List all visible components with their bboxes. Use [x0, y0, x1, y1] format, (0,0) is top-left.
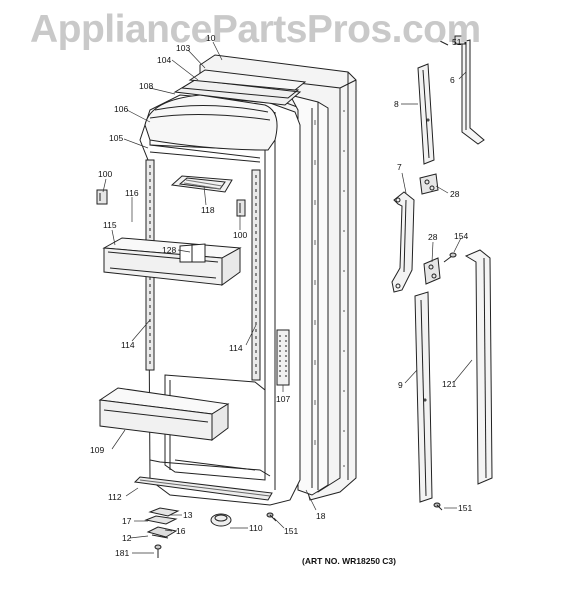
- door-bin-upper: [102, 237, 242, 286]
- screw-lower: [266, 512, 277, 522]
- callout-100-left: 100: [98, 169, 113, 179]
- callout-6: 6: [450, 75, 455, 85]
- handle-trim-upper: [417, 63, 435, 165]
- callout-105: 105: [109, 133, 124, 143]
- callout-51: 51: [452, 37, 462, 47]
- callout-151-right: 151: [458, 503, 473, 513]
- callout-181: 181: [115, 548, 130, 558]
- callout-115: 115: [103, 220, 117, 230]
- callout-109: 109: [90, 445, 105, 455]
- door-bin-lower: [98, 387, 230, 441]
- callout-108: 108: [139, 81, 154, 91]
- shelf-rail-right: [251, 169, 261, 381]
- callout-104: 104: [157, 55, 172, 65]
- callout-16: 16: [176, 526, 186, 536]
- screw-right: [433, 502, 443, 511]
- callout-18: 18: [316, 511, 326, 521]
- callout-17: 17: [122, 516, 132, 526]
- handle-bracket-upper: [419, 173, 439, 195]
- door-stop: [210, 513, 232, 527]
- callout-28-lower: 28: [428, 232, 438, 242]
- callout-114-left: 114: [121, 340, 135, 350]
- door-handle: [391, 191, 415, 293]
- callout-121: 121: [442, 379, 457, 389]
- callout-100-right: 100: [233, 230, 248, 240]
- callout-12: 12: [122, 533, 132, 543]
- callout-9: 9: [398, 380, 403, 390]
- bottom-trim: [133, 476, 273, 501]
- callout-107: 107: [276, 394, 291, 404]
- callout-106: 106: [114, 104, 129, 114]
- screw-handle: [443, 252, 457, 263]
- callout-28-upper: 28: [450, 189, 460, 199]
- leader-lines: [102, 41, 473, 554]
- handle-trim-lower: [414, 291, 433, 503]
- hinge-stack: [144, 507, 180, 558]
- art-number: (ART NO. WR18250 C3): [302, 556, 396, 566]
- callout-8: 8: [394, 99, 399, 109]
- door-trim-side: [464, 249, 493, 485]
- callout-10: 10: [206, 33, 216, 43]
- top-cap-assembly: [144, 69, 307, 151]
- callout-114-right: 114: [229, 343, 243, 353]
- clip-left: [96, 189, 108, 205]
- dairy-cover: [170, 175, 233, 193]
- handle-bar-top: [437, 35, 485, 145]
- callout-154: 154: [454, 231, 469, 241]
- callout-128: 128: [162, 245, 177, 255]
- callout-110: 110: [249, 523, 263, 533]
- handle-bracket-lower: [423, 257, 441, 285]
- callout-7: 7: [397, 162, 402, 172]
- callout-118: 118: [201, 205, 215, 215]
- callout-103: 103: [176, 43, 191, 53]
- door-liner: [139, 94, 301, 506]
- callout-13: 13: [183, 510, 193, 520]
- callout-112: 112: [108, 492, 122, 502]
- callout-151-lower: 151: [284, 526, 299, 536]
- watermark-text: AppliancePartsPros.com: [30, 8, 481, 51]
- shelf-stop: [276, 329, 290, 386]
- clip-right: [236, 199, 246, 217]
- callout-116: 116: [125, 188, 139, 198]
